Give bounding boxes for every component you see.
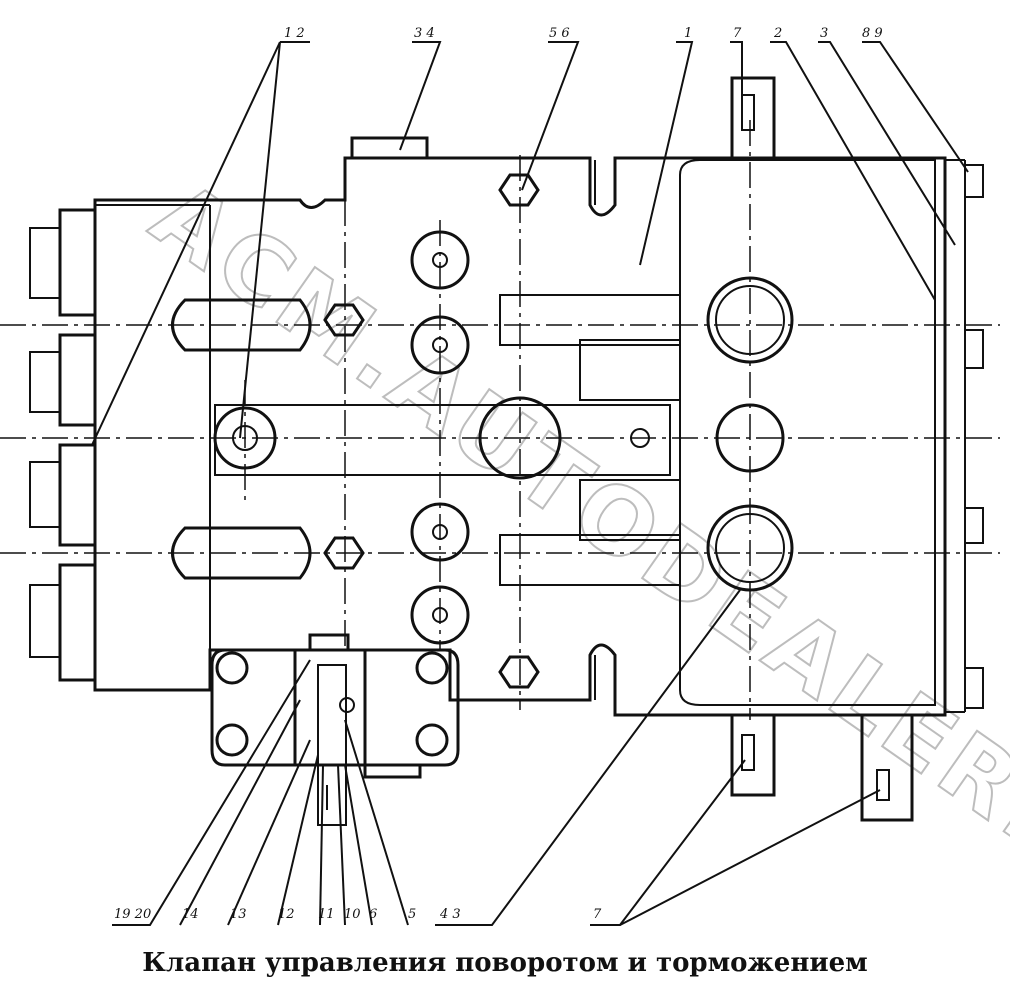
drawing-title: Клапан управления поворотом и торможение… bbox=[142, 948, 868, 978]
callout-14: 14 bbox=[182, 907, 199, 922]
callouts-bottom: 19 20 14 13 12 11 10 6 5 4 3 7 bbox=[114, 907, 602, 922]
callout-2: 2 bbox=[773, 26, 782, 41]
callout-4-3: 4 3 bbox=[439, 907, 461, 922]
leader-lines bbox=[91, 41, 969, 926]
spool-bores bbox=[171, 160, 681, 700]
callout-7-bottom: 7 bbox=[593, 907, 602, 922]
callout-6: 6 bbox=[369, 907, 377, 922]
callout-8-9: 8 9 bbox=[862, 26, 883, 41]
callouts-top: 1 2 3 4 5 6 1 7 2 3 8 9 bbox=[284, 26, 883, 41]
callout-7: 7 bbox=[733, 26, 742, 41]
left-plugs bbox=[29, 208, 97, 682]
callout-10: 10 bbox=[344, 907, 361, 922]
callout-5: 5 bbox=[408, 907, 416, 922]
callout-13: 13 bbox=[230, 907, 247, 922]
callout-11: 11 bbox=[318, 907, 335, 922]
callout-3-4: 3 4 bbox=[414, 26, 435, 41]
callout-3: 3 bbox=[820, 26, 828, 41]
callout-12: 12 bbox=[278, 907, 295, 922]
lower-flange bbox=[210, 633, 460, 826]
svg-text:ACM.AUTODEALER.RU: ACM.AUTODEALER.RU bbox=[133, 161, 1010, 958]
fittings bbox=[350, 76, 984, 822]
callout-1-2: 1 2 bbox=[284, 26, 305, 41]
center-lines bbox=[0, 120, 1000, 720]
watermark: ACM.AUTODEALER.RU bbox=[132, 160, 1010, 959]
valve-body bbox=[93, 156, 966, 717]
callout-5-6: 5 6 bbox=[549, 26, 570, 41]
callout-1: 1 bbox=[684, 26, 692, 41]
callout-19-20: 19 20 bbox=[114, 907, 151, 922]
